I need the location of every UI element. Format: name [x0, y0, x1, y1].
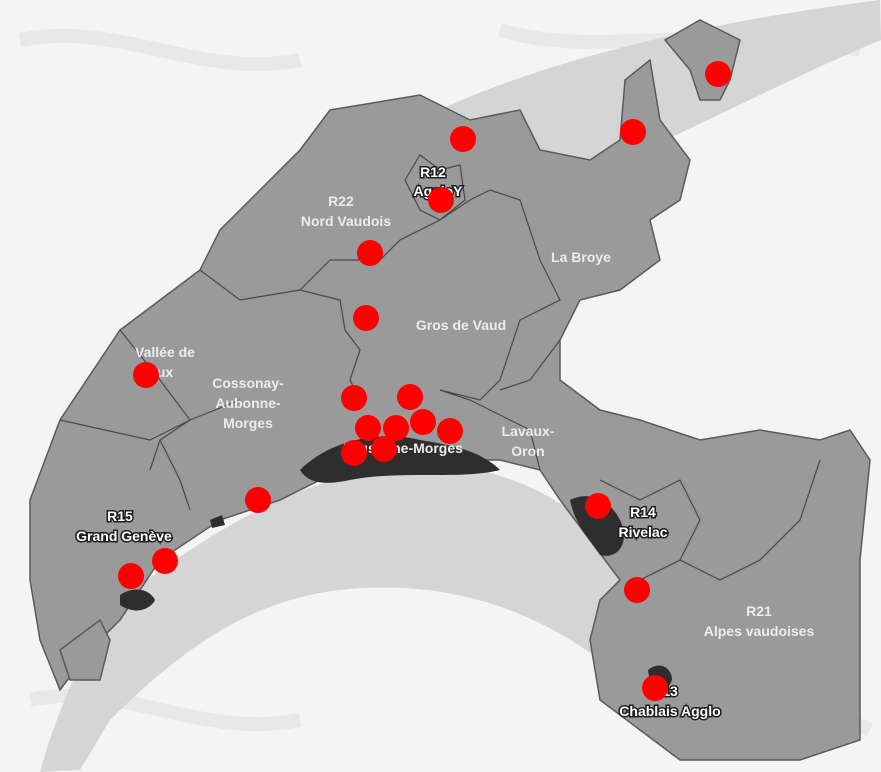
red-circle-marker[interactable]: [585, 493, 611, 519]
label-cam-line2: Aubonne-: [215, 395, 281, 411]
red-circle-marker[interactable]: [397, 384, 423, 410]
red-circle-marker[interactable]: [341, 440, 367, 466]
red-circle-marker[interactable]: [133, 362, 159, 388]
label-r13-name: Chablais Agglo: [619, 703, 720, 719]
red-circle-marker[interactable]: [450, 126, 476, 152]
label-r15-name: Grand Genève: [76, 528, 172, 544]
red-circle-marker[interactable]: [355, 415, 381, 441]
red-circle-marker[interactable]: [353, 305, 379, 331]
label-vallee-line1: Vallée de: [135, 344, 195, 360]
label-la-broye: La Broye: [551, 249, 611, 265]
label-lavaux-line2: Oron: [511, 443, 544, 459]
red-circle-marker[interactable]: [620, 119, 646, 145]
label-cam-line1: Cossonay-: [212, 375, 284, 391]
label-r14-code: R14: [630, 504, 656, 520]
red-circle-marker[interactable]: [410, 409, 436, 435]
label-lavaux-line1: Lavaux-: [502, 423, 555, 439]
label-vallee-line2: ux: [157, 364, 174, 380]
label-r12-code: R12: [420, 164, 446, 180]
label-r22-name: Nord Vaudois: [301, 213, 391, 229]
label-r14-name: Rivelac: [618, 524, 667, 540]
lake-geneva: [40, 464, 648, 772]
label-r21-code: R21: [746, 603, 772, 619]
red-circle-marker[interactable]: [341, 385, 367, 411]
region-grand-geneve-south: [59, 618, 111, 681]
red-circle-marker[interactable]: [428, 187, 454, 213]
red-circle-marker[interactable]: [624, 577, 650, 603]
red-circle-marker[interactable]: [642, 675, 668, 701]
label-r22-code: R22: [328, 193, 354, 209]
site-markers[interactable]: [118, 61, 731, 701]
red-circle-marker[interactable]: [118, 563, 144, 589]
red-circle-marker[interactable]: [245, 487, 271, 513]
red-circle-marker[interactable]: [152, 548, 178, 574]
label-r15-code: R15: [107, 508, 133, 524]
label-cam-line3: Morges: [223, 415, 273, 431]
red-circle-marker[interactable]: [383, 415, 409, 441]
label-gros-de-vaud: Gros de Vaud: [416, 317, 506, 333]
label-r21-name: Alpes vaudoises: [704, 623, 815, 639]
red-circle-marker[interactable]: [705, 61, 731, 87]
red-circle-marker[interactable]: [437, 418, 463, 444]
red-circle-marker[interactable]: [371, 436, 397, 462]
red-circle-marker[interactable]: [357, 240, 383, 266]
